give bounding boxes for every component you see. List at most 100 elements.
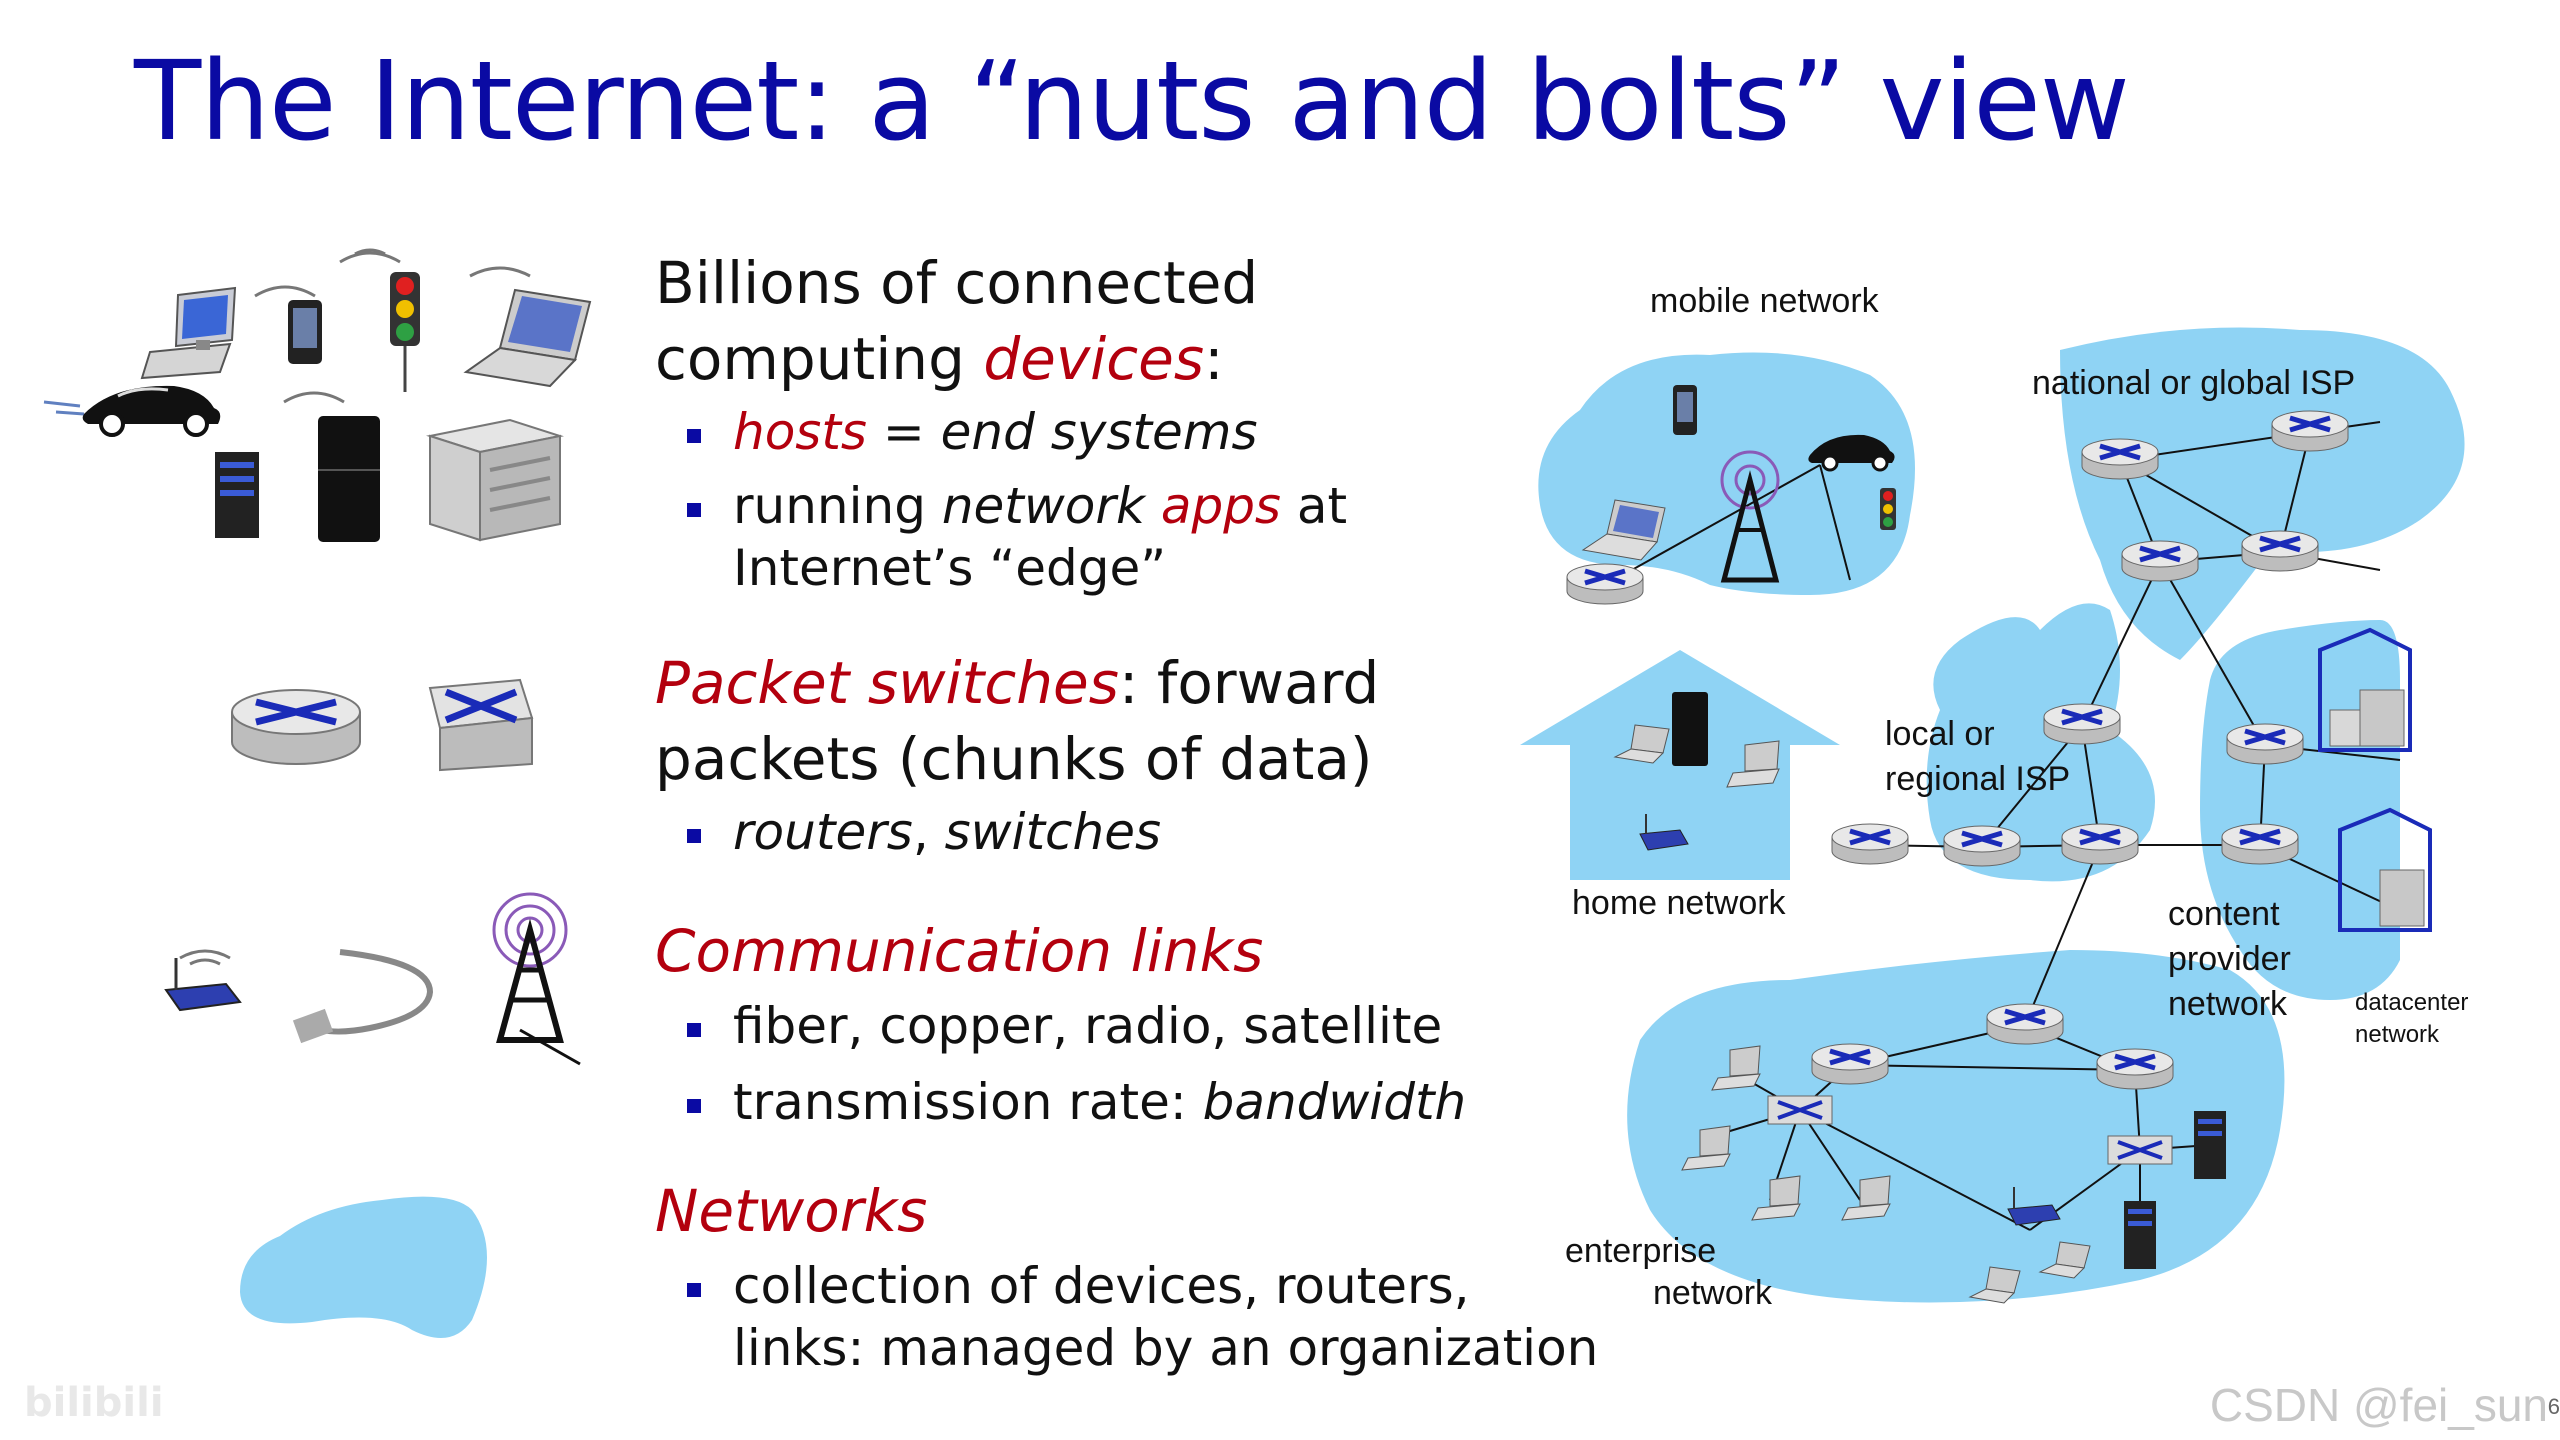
router-icon (2061, 823, 2139, 865)
hosts-term: hosts (733, 403, 867, 461)
car-icon (43, 385, 221, 437)
laptop-icon (2038, 1241, 2091, 1279)
smartphone-icon (254, 285, 322, 364)
laptop-icon (1968, 1266, 2021, 1304)
bullet-routers-switches: routers, switches (655, 801, 1379, 863)
label-datacenter-2: network (2355, 1021, 2440, 1048)
rate-text: transmission rate: (733, 1073, 1203, 1131)
at-text: at (1280, 477, 1348, 535)
router-icon (1811, 1043, 1889, 1085)
switch-icon (2107, 1135, 2173, 1165)
router-icon (2226, 723, 2304, 765)
devices-bullets: hosts = end systems running network apps… (655, 401, 1347, 599)
network-diagram: mobile network national or global ISP lo… (1520, 282, 2468, 1312)
label-mobile-network: mobile network (1650, 282, 1880, 320)
cell-tower-icon (1720, 450, 1780, 583)
devices-section: Billions of connected computing devices:… (655, 245, 1347, 599)
switches-section: Packet switches: forward packets (chunks… (655, 645, 1379, 863)
label-enterprise-2: network (1653, 1274, 1773, 1312)
running-text: running (733, 477, 942, 535)
refrigerator-icon (283, 391, 380, 542)
traffic-light-icon (339, 248, 420, 392)
network-term: network (941, 477, 1145, 535)
switches-term: switches (944, 803, 1162, 861)
devices-emphasis: devices (983, 325, 1205, 393)
devices-heading-line1: Billions of connected (655, 249, 1259, 317)
car-icon (1808, 434, 1895, 472)
comma: , (912, 803, 945, 861)
smartphone-icon (1673, 385, 1697, 435)
datacenter-building-icon (2318, 627, 2412, 752)
packet-switches-term: Packet switches (655, 649, 1119, 717)
router-icon (2241, 530, 2319, 572)
bullet-link-types: fiber, copper, radio, satellite (655, 995, 1466, 1057)
desktop-icon (140, 286, 237, 380)
bilibili-watermark: bilibili (24, 1380, 164, 1426)
label-regional-isp-2: regional ISP (1885, 760, 2070, 798)
slide-number: 6 (2547, 1394, 2560, 1419)
networks-section: Networks collection of devices, routers,… (655, 1173, 1598, 1379)
bullet-collection: collection of devices, routers,links: ma… (655, 1255, 1598, 1379)
equals-sign: = (866, 403, 941, 461)
links-bullets: fiber, copper, radio, satellite transmis… (655, 995, 1466, 1133)
desktop-icon (1711, 1045, 1761, 1091)
diagram-switches (1767, 1095, 2173, 1165)
server-rack-icon (426, 418, 564, 542)
collection-line1: collection of devices, routers, (733, 1257, 1470, 1315)
label-content-3: network (2168, 985, 2288, 1023)
desktop-icon (1726, 740, 1780, 788)
traffic-light-icon (1880, 488, 1896, 530)
label-global-isp: national or global ISP (2032, 364, 2355, 402)
ethernet-cable-icon (292, 949, 434, 1044)
server-icon (2194, 1111, 2226, 1179)
heading-colon: : (1204, 325, 1224, 393)
switches-bullets: routers, switches (655, 801, 1379, 863)
wifi-router-icon (1639, 814, 1689, 851)
mobile-network-cloud (1538, 352, 1915, 595)
router-icon (1943, 825, 2021, 867)
router-icon (1831, 823, 1909, 865)
laptop-icon (1581, 499, 1666, 561)
bullet-hosts: hosts = end systems (655, 401, 1347, 463)
switch-icon (428, 678, 534, 772)
space (1145, 477, 1161, 535)
datacenter-building-icon (2338, 807, 2432, 932)
end-systems-term: end systems (940, 403, 1258, 461)
networks-bullets: collection of devices, routers,links: ma… (655, 1255, 1598, 1379)
desktop-icon (1751, 1175, 1801, 1221)
diagram-routers (1566, 410, 2349, 1090)
links-heading: Communication links (655, 917, 1264, 985)
router-icon (2043, 703, 2121, 745)
apps-term: apps (1160, 477, 1281, 535)
router-icon (2221, 823, 2299, 865)
router-icon (2121, 540, 2199, 582)
label-home-network: home network (1572, 884, 1787, 922)
desktop-icon (1841, 1175, 1891, 1221)
devices-heading-line2: computing devices: (655, 321, 1347, 397)
slide-title: The Internet: a “nuts and bolts” view (134, 37, 2130, 165)
laptop-icon (1613, 724, 1670, 764)
bandwidth-term: bandwidth (1202, 1073, 1467, 1131)
router-icon (1566, 563, 1644, 605)
networks-heading: Networks (655, 1177, 928, 1245)
wifi-router-icon (164, 949, 242, 1012)
left-icons-panel (43, 248, 592, 1338)
router-icon (2096, 1048, 2174, 1090)
collection-line2: links: managed by an organization (733, 1319, 1599, 1377)
label-enterprise-1: enterprise (1565, 1232, 1716, 1270)
heading-text: computing (655, 325, 984, 393)
switches-heading-line1: Packet switches: forward (655, 645, 1379, 721)
router-icon (2271, 410, 2349, 452)
label-regional-isp-1: local or (1885, 715, 1995, 753)
desktop-icon (1681, 1125, 1731, 1171)
switch-icon (1767, 1095, 1833, 1125)
wifi-router-icon (2007, 1187, 2061, 1226)
refrigerator-icon (1672, 692, 1708, 766)
laptop-icon (463, 266, 592, 388)
regional-isp-cloud (1926, 603, 2155, 882)
edge-text: Internet’s “edge” (733, 539, 1167, 597)
bullet-transmission-rate: transmission rate: bandwidth (655, 1071, 1466, 1133)
cell-tower-icon (492, 892, 581, 1066)
server-icon (2124, 1201, 2156, 1269)
